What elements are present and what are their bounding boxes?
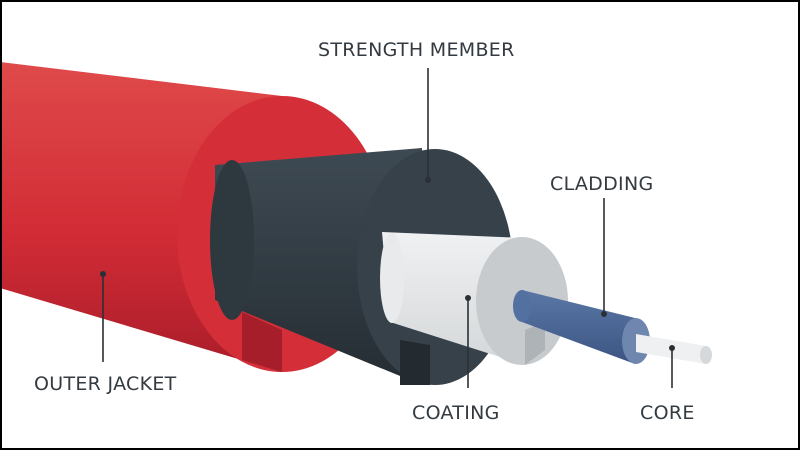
leader-dots: [100, 177, 675, 351]
cladding-left-cap: [513, 290, 531, 322]
cladding-body: [522, 290, 635, 364]
strength-member-left-cap: [210, 160, 254, 320]
label-coating: COATING: [412, 402, 500, 424]
label-strength-member: STRENGTH MEMBER: [318, 39, 515, 61]
strength-member-end-shadow: [400, 340, 430, 385]
coating-end-shadow: [525, 322, 545, 365]
outer-jacket-end-shadow: [242, 312, 282, 372]
label-core: CORE: [640, 402, 695, 424]
core-end-face: [700, 346, 712, 364]
leader-dot-coating: [465, 295, 471, 301]
leader-lines: [102, 68, 673, 388]
leader-dot-strength-member: [425, 177, 431, 183]
coating: [380, 232, 568, 365]
leader-dot-outer-jacket: [100, 271, 106, 277]
leader-dot-cladding: [601, 311, 607, 317]
label-cladding: CLADDING: [550, 173, 654, 195]
coating-left-cap: [380, 233, 404, 323]
leader-dot-core: [669, 345, 675, 351]
label-outer-jacket: OUTER JACKET: [34, 373, 177, 395]
